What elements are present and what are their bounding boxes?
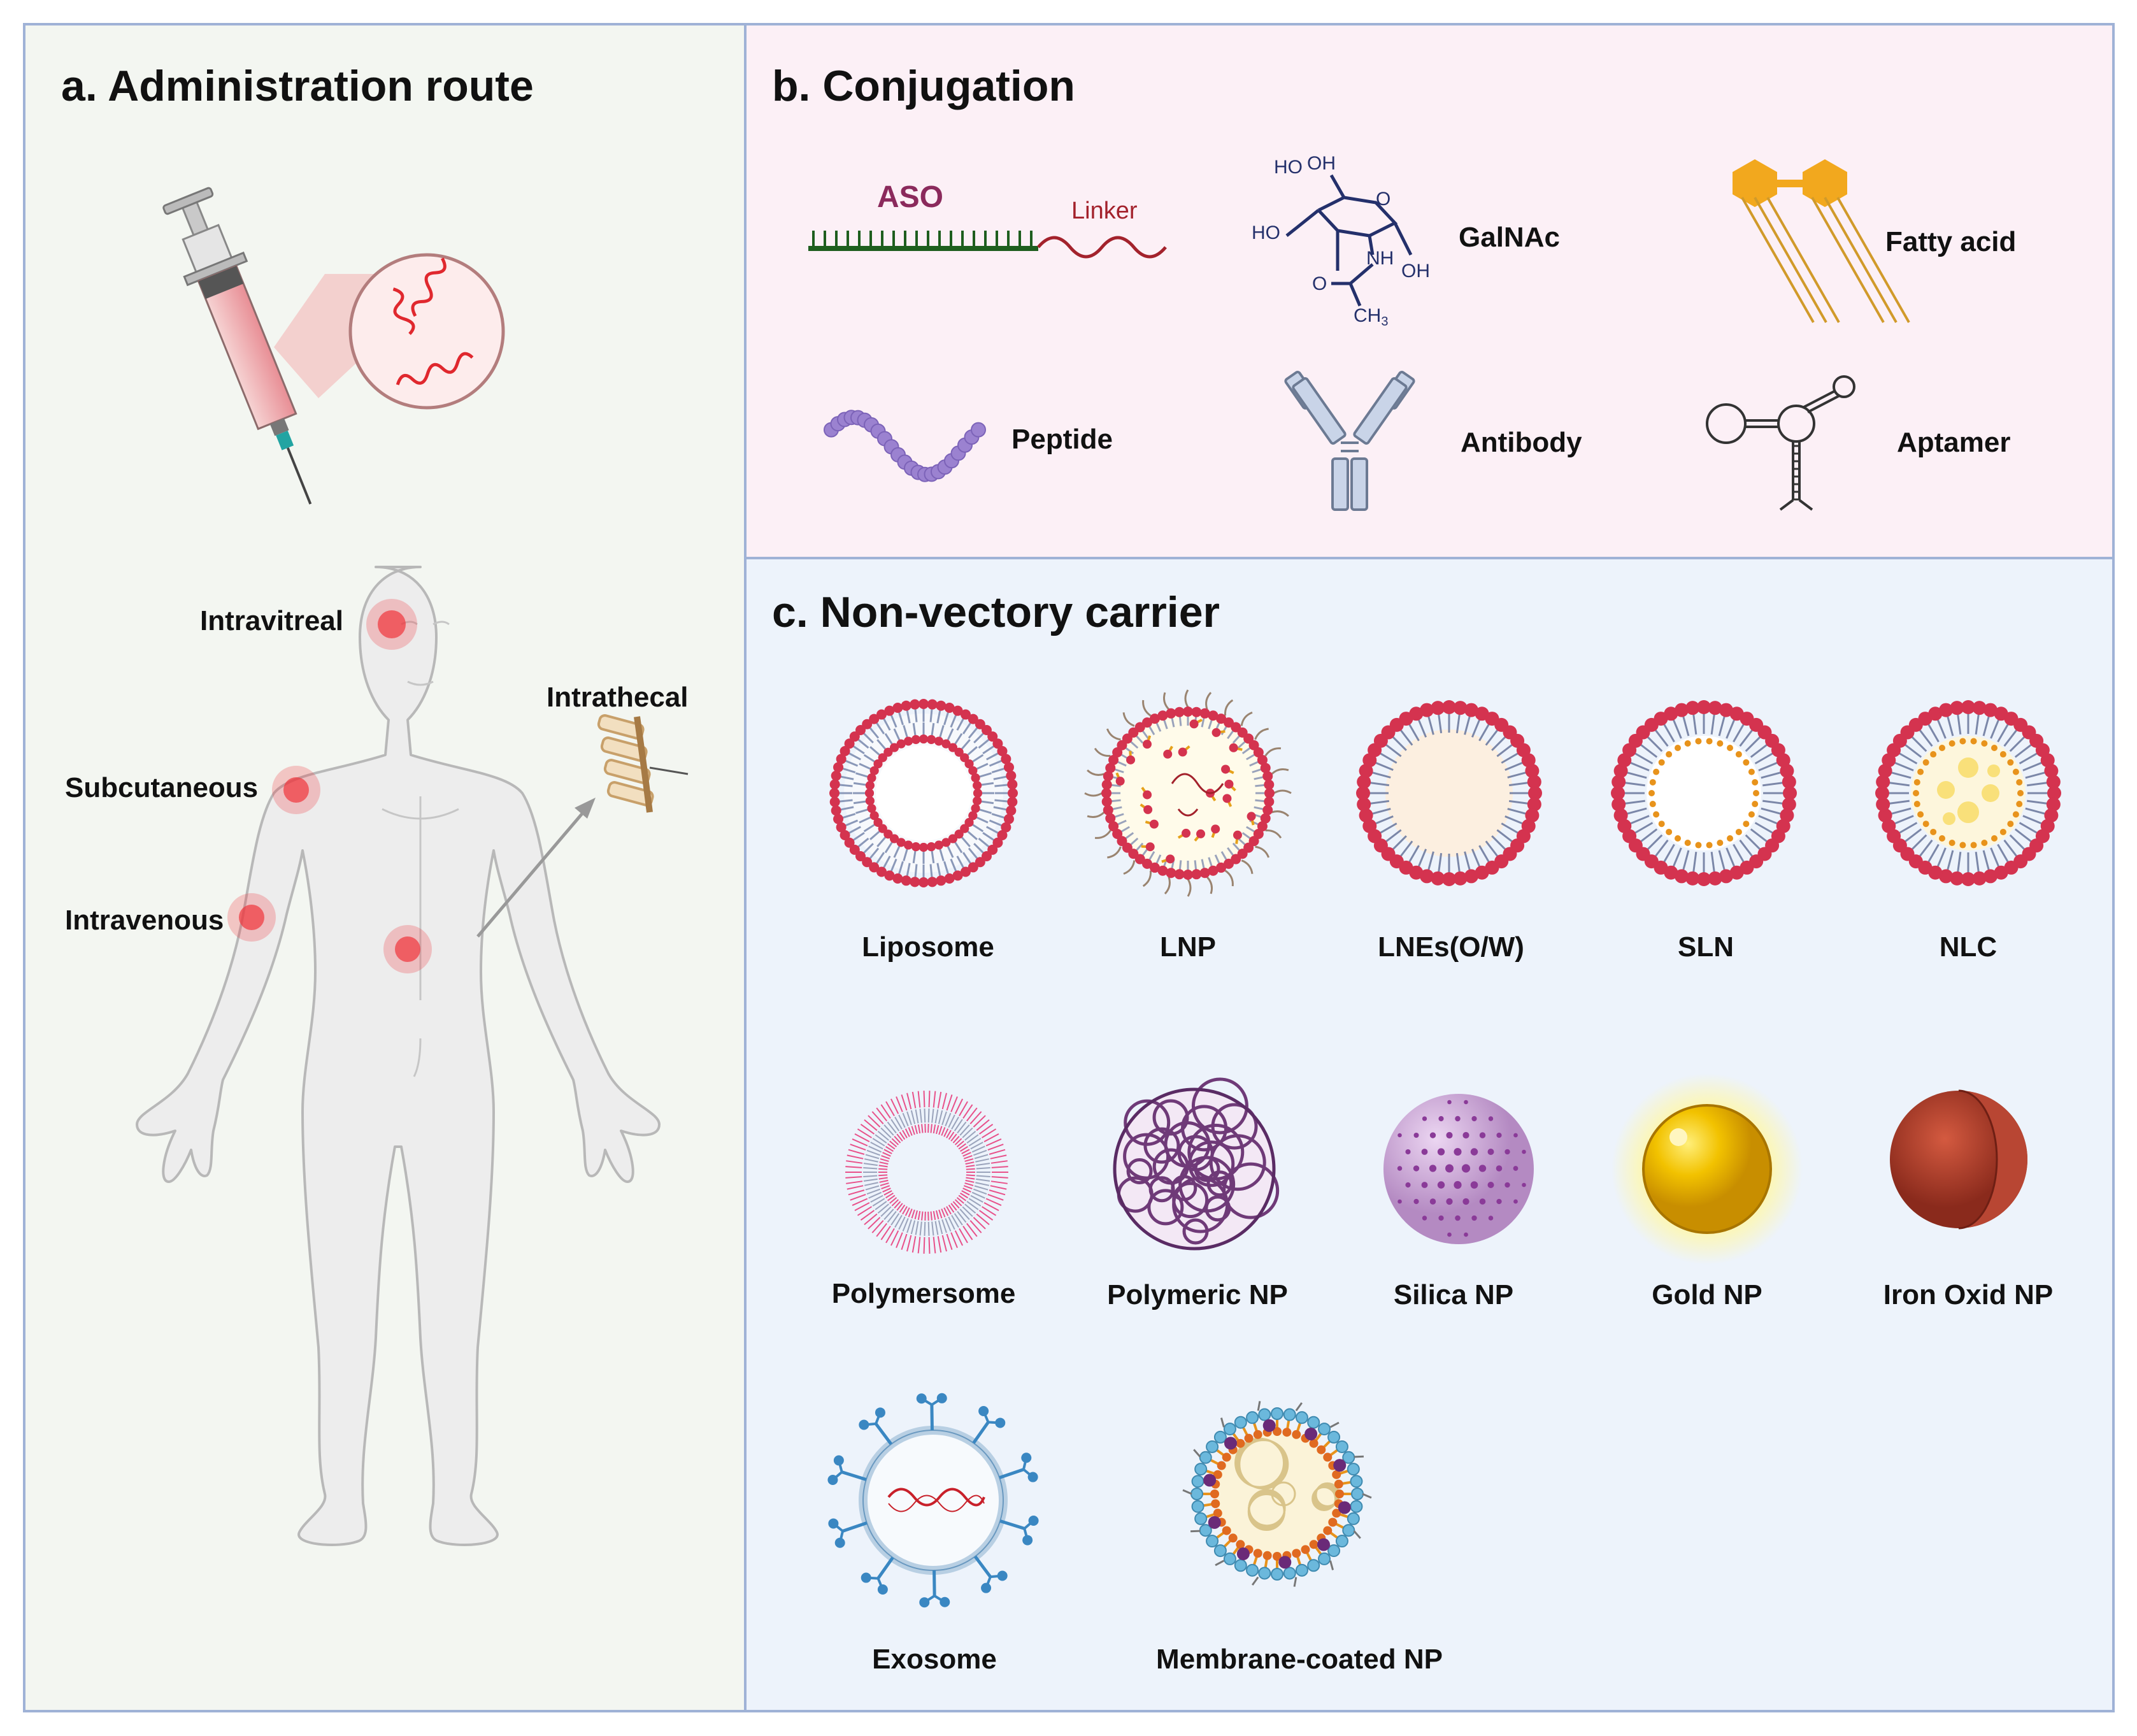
panel-conjugation: b. Conjugation [744,23,2115,559]
chem-ho-2: HO [1252,222,1280,243]
chem-ch3: CH3 [1354,305,1388,329]
polymeric-np-icon [1113,1077,1280,1251]
aptamer-icon [1706,375,1855,511]
panel-a-title: a. Administration route [61,62,534,110]
silica-np-icon [1383,1094,1534,1244]
antibody-icon [1284,370,1415,511]
nlc-icon [1875,700,2061,886]
galnac-label: GalNAc [1459,222,1560,253]
label-polymeric-np: Polymeric NP [1107,1279,1288,1310]
label-liposome: Liposome [862,931,994,963]
sln-icon [1611,700,1797,886]
fatty-acid-icon [1733,159,1910,323]
spine-icon [597,714,689,813]
aso-linker-icon [808,231,1167,259]
galnac-structure-icon: HO OH HO O NH OH O CH3 [1252,153,1430,329]
label-nlc: NLC [1939,931,1998,963]
label-intravitreal: Intravitreal [200,605,343,636]
gold-np-icon [1612,1073,1803,1265]
human-body-figure [136,566,661,1546]
label-intravenous: Intravenous [65,905,224,936]
lnes-icon [1356,700,1542,886]
chem-o-2: O [1312,273,1327,294]
chem-oh-2: OH [1401,261,1430,282]
syringe-icon [162,187,505,505]
label-polymersome: Polymersome [831,1278,1016,1309]
label-intrathecal: Intrathecal [547,682,689,713]
exosome-icon [827,1393,1039,1608]
label-gold-np: Gold NP [1652,1279,1762,1310]
label-lnp: LNP [1160,931,1216,963]
antibody-label: Antibody [1461,427,1582,458]
chem-ho-1: HO [1274,157,1303,178]
panel-c-title: c. Non-vectory carrier [772,588,1220,636]
membrane-coated-np-icon [1182,1401,1372,1587]
chem-nh: NH [1366,248,1394,269]
chem-o: O [1376,189,1390,210]
label-silica-np: Silica NP [1393,1279,1514,1310]
label-subcutaneous: Subcutaneous [65,772,259,803]
label-sln: SLN [1678,931,1734,963]
liposome-icon [829,699,1018,887]
linker-label: Linker [1071,197,1138,224]
iron-oxide-np-icon [1890,1089,2027,1230]
fatty-acid-label: Fatty acid [1885,226,2017,257]
chem-oh-1: OH [1307,153,1336,174]
label-exosome: Exosome [872,1644,997,1675]
aptamer-label: Aptamer [1897,427,2011,458]
label-membrane-coated-np: Membrane-coated NP [1156,1644,1443,1675]
peptide-label: Peptide [1011,424,1113,455]
peptide-icon [824,410,986,482]
polymersome-icon [845,1091,1008,1254]
lnp-icon [1084,689,1292,897]
label-lnes: LNEs(O/W) [1378,931,1524,963]
aso-label: ASO [877,180,944,214]
label-iron-oxide-np: Iron Oxid NP [1883,1279,2054,1310]
panel-b-title: b. Conjugation [772,62,1075,110]
